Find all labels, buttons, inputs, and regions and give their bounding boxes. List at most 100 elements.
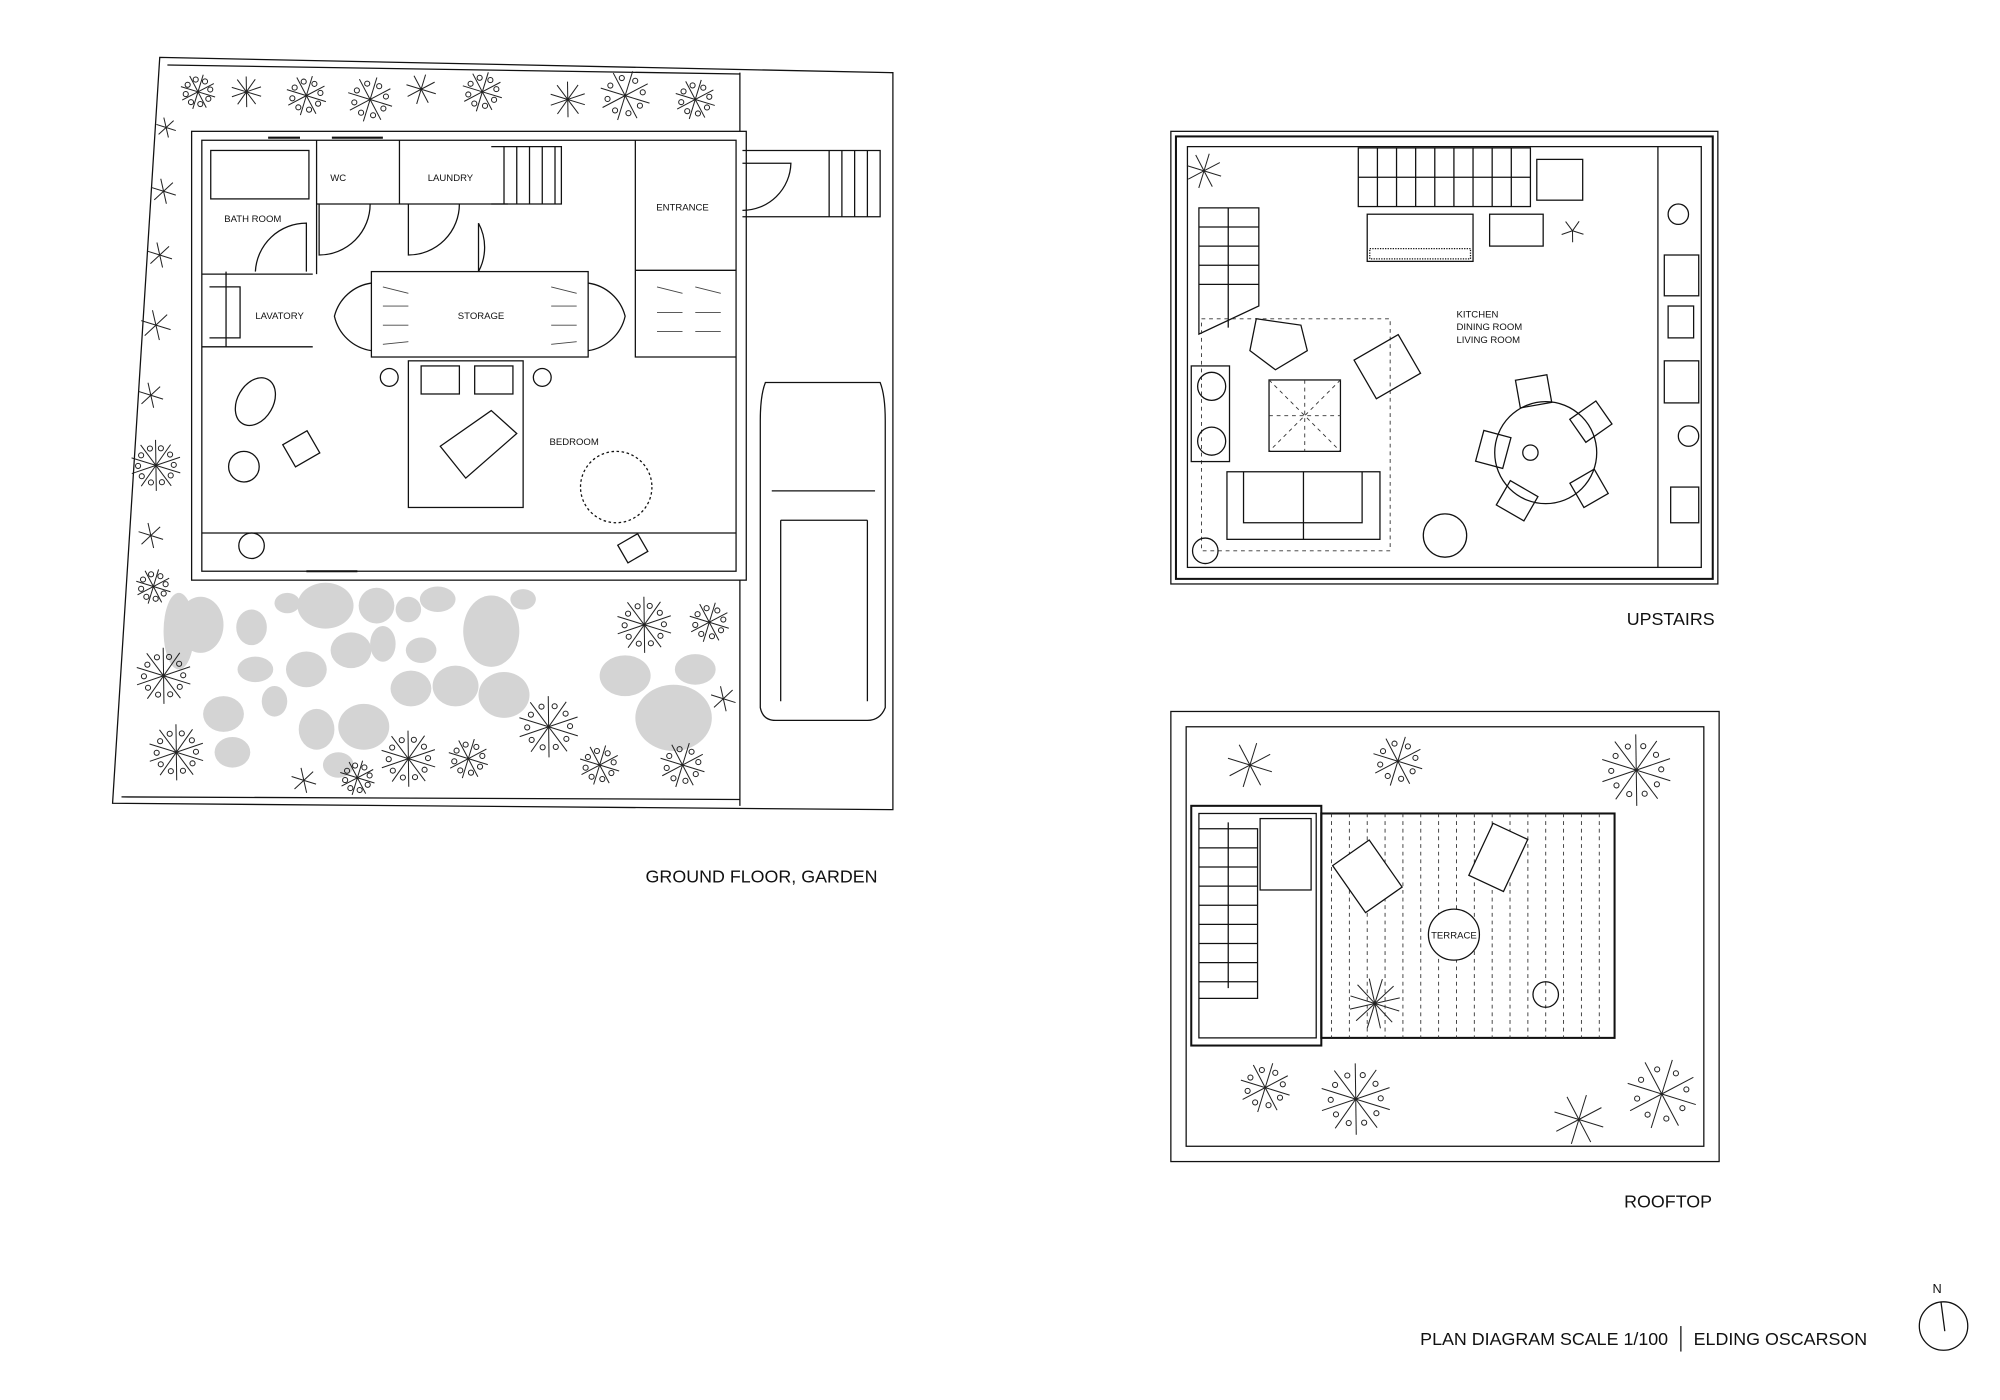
stepping-stone [599, 655, 651, 697]
stepping-stone [463, 595, 520, 667]
tree-icon [1240, 1063, 1290, 1113]
tree-icon [136, 569, 171, 604]
stepping-stone [432, 665, 479, 707]
tree-icon [340, 760, 375, 796]
stepping-stone [261, 685, 288, 717]
north-arrow: N [1918, 1281, 1969, 1351]
tree-icon [1602, 734, 1671, 806]
room-label-laundry: LAUNDRY [428, 173, 474, 184]
scale-label: PLAN DIAGRAM SCALE 1/100 [1420, 1329, 1668, 1349]
stepping-stone [298, 708, 335, 750]
bedroom-furniture [227, 377, 653, 564]
north-arrow-icon [1918, 1301, 1969, 1351]
title-block: PLAN DIAGRAM SCALE 1/100 ELDING OSCARSON [1420, 1326, 1867, 1352]
room-label-terrace: TERRACE [1431, 930, 1477, 941]
tree-icon [448, 738, 488, 779]
ground-floor-title: GROUND FLOOR, GARDEN [646, 866, 878, 886]
stepping-stone [203, 696, 244, 732]
tree-icon [149, 724, 204, 781]
staircase [1198, 147, 1532, 336]
tree-icon [579, 745, 620, 785]
room-label-lavatory: LAVATORY [255, 311, 304, 322]
stepping-stone [395, 596, 422, 623]
tree-icon [131, 439, 181, 491]
tree-icon [1373, 736, 1423, 786]
terrace-decking [1331, 813, 1600, 1038]
stepping-stone [163, 592, 195, 670]
piano [1366, 213, 1474, 263]
stepping-stone [478, 671, 530, 718]
tree-icon [1321, 1063, 1390, 1135]
tree-icon [291, 767, 317, 793]
stepping-stone [338, 703, 390, 750]
room-label-wc: WC [330, 173, 346, 184]
upstairs-title: UPSTAIRS [1627, 609, 1715, 629]
room-label-bath-room: BATH ROOM [224, 214, 281, 225]
tree-icon [141, 310, 171, 341]
tree-icon [138, 522, 164, 549]
bed [379, 360, 552, 509]
tree-icon [675, 79, 715, 120]
dining-table [1474, 374, 1613, 522]
tree-icon [1227, 742, 1272, 788]
stepping-stone [322, 752, 354, 778]
room-walls [201, 136, 737, 573]
tree-icon [348, 77, 393, 122]
tree-icon [231, 76, 262, 108]
upstairs-plan: KITCHEN DINING ROOM LIVING ROOM UPSTAIRS [1170, 130, 1719, 629]
garden-stepping-stones [163, 582, 716, 778]
tree-icon [1627, 1059, 1696, 1129]
ground-floor-plan: BATH ROOM WC LAUNDRY ENTRANCE LAVATORY S… [111, 56, 894, 886]
kitchen-counter [1663, 203, 1700, 524]
tree-icon [1554, 1094, 1604, 1144]
tree-icon [550, 81, 585, 118]
tree-icon [286, 75, 327, 116]
tree-icon [600, 71, 650, 121]
tree-icon [689, 602, 729, 642]
stepping-stone [510, 589, 536, 610]
room-label-kitchen: KITCHEN [1456, 309, 1498, 320]
tree-icon [156, 117, 176, 138]
rooftop-plants [1227, 734, 1696, 1144]
tree-icon [136, 647, 191, 704]
tree-icon [138, 382, 164, 408]
room-label-storage: STORAGE [458, 311, 505, 322]
tree-icon [1186, 153, 1222, 189]
stepping-stone [237, 656, 274, 683]
stepping-stone [390, 670, 432, 707]
north-label: N [1933, 1281, 1942, 1296]
upstairs-plants [1186, 153, 1584, 243]
car [759, 381, 886, 722]
stepping-stone [297, 582, 354, 629]
tree-icon [617, 596, 672, 653]
stepping-stone [330, 632, 372, 669]
stepping-stone [419, 586, 456, 613]
living-furniture [1190, 318, 1468, 565]
tree-icon [180, 74, 216, 110]
stepping-stone [370, 626, 396, 662]
tree-icon [381, 730, 436, 787]
tree-icon [151, 178, 176, 204]
entrance-steps [742, 149, 881, 218]
tree-icon [1561, 221, 1584, 243]
stepping-stone [358, 587, 395, 624]
tree-icon [462, 72, 502, 112]
stepping-stone [674, 654, 716, 685]
tree-icon [710, 686, 736, 712]
room-labels: BATH ROOM WC LAUNDRY ENTRANCE LAVATORY S… [224, 173, 709, 448]
tree-icon [519, 696, 578, 758]
stepping-stone [236, 609, 267, 646]
tree-icon [147, 242, 173, 268]
stepping-stone [285, 651, 327, 688]
architect-label: ELDING OSCARSON [1694, 1329, 1868, 1349]
stepping-stone [214, 736, 251, 768]
room-label-dining-room: DINING ROOM [1456, 322, 1522, 333]
rooftop-title: ROOFTOP [1624, 1191, 1712, 1211]
garden-trees [131, 71, 736, 796]
room-label-living-room: LIVING ROOM [1456, 335, 1520, 346]
tree-icon [406, 74, 436, 105]
stepping-stone [274, 592, 300, 614]
stepping-stone [405, 637, 437, 664]
rooftop-plan: TERRACE ROOFTOP [1170, 710, 1720, 1211]
